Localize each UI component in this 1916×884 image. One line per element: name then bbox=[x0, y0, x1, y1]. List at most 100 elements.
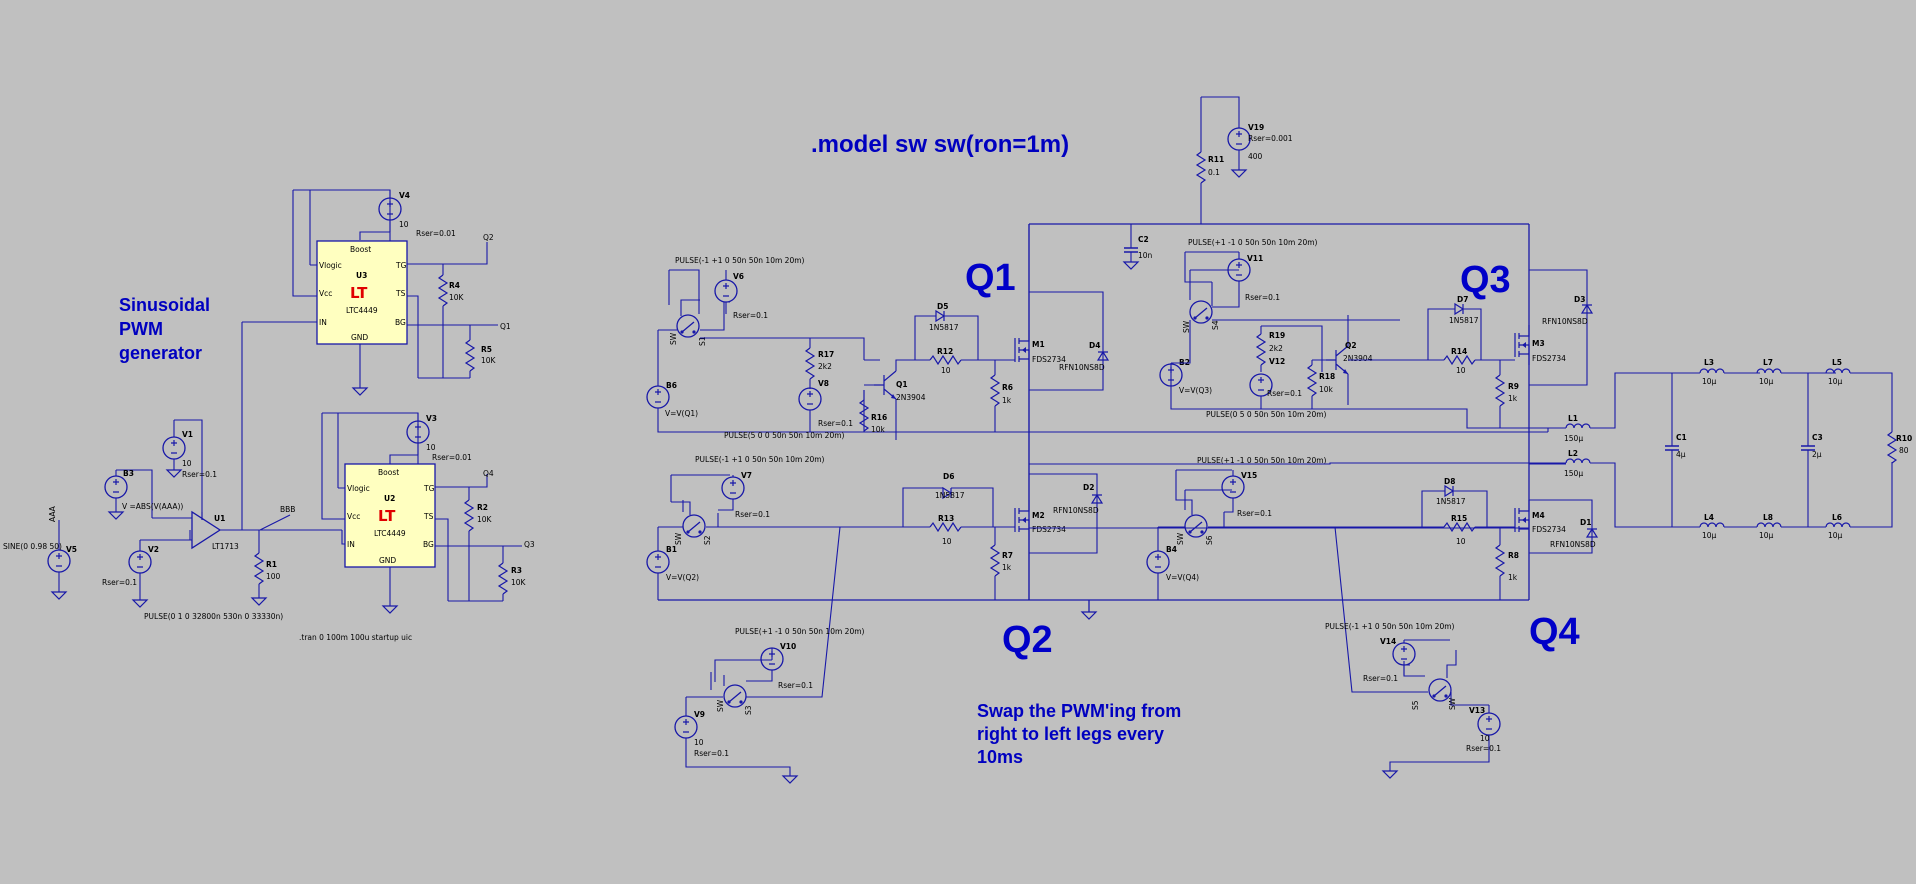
lt-logo-icon: LT bbox=[378, 507, 396, 525]
tran-directive[interactable]: .tran 0 100m 100u startup uic bbox=[299, 633, 412, 642]
ic-u2[interactable]: Boost Vlogic Vcc IN GND TG TS BG U2 LT L… bbox=[344, 463, 436, 568]
resistor-r4[interactable]: R4 10K bbox=[438, 274, 465, 307]
source-v1[interactable]: V1 10 Rser=0.1 bbox=[162, 419, 217, 520]
switch-s2[interactable]: S2 SW bbox=[658, 474, 840, 545]
source-v10[interactable]: PULSE(+1 -1 0 50n 50n 10m 20m) V10 Rser=… bbox=[735, 627, 865, 690]
resistor-r13[interactable]: R13 10 bbox=[840, 514, 1015, 546]
source-v13[interactable]: V13 10 Rser=0.1 bbox=[1382, 704, 1501, 779]
inductor-l1[interactable]: L1 150µ bbox=[1529, 372, 1695, 443]
resistor-r15[interactable]: R15 10 bbox=[1420, 514, 1515, 546]
resistor-r18[interactable]: R18 10k bbox=[1307, 360, 1335, 409]
source-v2[interactable]: V2 Rser=0.1 PULSE(0 1 0 32800n 530n 0 33… bbox=[102, 530, 283, 621]
comparator-u1[interactable]: U1 LT1713 bbox=[152, 510, 260, 551]
mosfet-m1[interactable]: M1 FDS2734 bbox=[1014, 329, 1066, 371]
source-v7[interactable]: PULSE(-1 +1 0 50n 50n 10m 20m) V7 Rser=0… bbox=[695, 455, 825, 519]
pwm-generator-note[interactable]: Sinusoidal PWM generator bbox=[119, 295, 210, 363]
ic-u3[interactable]: Boost Vlogic Vcc IN GND TG TS BG U3 LT L… bbox=[316, 240, 408, 345]
value: PULSE(-1 +1 0 50n 50n 10m 20m) bbox=[1325, 622, 1455, 631]
ref: R14 bbox=[1451, 347, 1467, 356]
resistor-r9[interactable]: R9 1k bbox=[1495, 360, 1519, 428]
value: 100 bbox=[266, 572, 281, 581]
value: PULSE(+1 -1 0 50n 50n 10m 20m) bbox=[1188, 238, 1318, 247]
mosfet-m4[interactable]: M4 FDS2734 bbox=[1514, 499, 1566, 541]
transistor-q1[interactable]: Q1 2N3904 bbox=[864, 359, 926, 440]
diode-d3[interactable]: D3 RFN10NS8D bbox=[1542, 295, 1593, 326]
source-b6[interactable]: B6 V=V(Q1) bbox=[646, 330, 1029, 433]
quadrant-label-q1: Q1 bbox=[965, 257, 1016, 299]
source-b3[interactable]: B3 V =ABS(V(AAA)) bbox=[104, 469, 183, 520]
resistor-r19[interactable]: R19 2k2 bbox=[1256, 326, 1285, 372]
source-v11[interactable]: PULSE(+1 -1 0 50n 50n 10m 20m) V11 Rser=… bbox=[1188, 238, 1318, 308]
switch-s6[interactable]: SW S6 bbox=[1158, 469, 1420, 545]
ref: V3 bbox=[426, 414, 437, 423]
value: 2µ bbox=[1812, 450, 1822, 459]
resistor-r10[interactable]: R10 80 bbox=[1887, 431, 1912, 464]
source-b2[interactable]: B2 V=V(Q3) PULSE(0 5 0 50n 50n 10m 20m) bbox=[1159, 358, 1529, 429]
capacitor-c1[interactable]: C1 4µ bbox=[1664, 373, 1687, 527]
source-b4[interactable]: B4 V=V(Q4) bbox=[1146, 527, 1199, 600]
resistor-r16[interactable]: R16 10k bbox=[859, 390, 887, 434]
resistor-r1[interactable]: R1 100 bbox=[251, 530, 281, 606]
quadrant-label-q4: Q4 bbox=[1529, 611, 1580, 653]
diode-d6[interactable]: D6 1N5817 bbox=[902, 472, 994, 527]
net-bbb[interactable]: BBB bbox=[241, 322, 342, 531]
source-v14[interactable]: PULSE(-1 +1 0 50n 50n 10m 20m) V14 Rser=… bbox=[1325, 622, 1455, 683]
source-v19[interactable]: V19 Rser=0.001 400 bbox=[1200, 96, 1293, 178]
diode-d7[interactable]: D7 1N5817 bbox=[1427, 295, 1482, 360]
source-v5[interactable]: AAA V5 SINE(0 0.98 50) bbox=[3, 505, 77, 600]
ref: L2 bbox=[1568, 449, 1578, 458]
model: SW bbox=[1448, 697, 1457, 710]
diode-d8[interactable]: D8 1N5817 bbox=[1421, 477, 1488, 527]
resistor-r14[interactable]: R14 10 bbox=[1348, 347, 1515, 375]
source-v6[interactable]: PULSE(-1 +1 0 50n 50n 10m 20m) V6 Rser=0… bbox=[675, 256, 805, 320]
resistor-r7[interactable]: R7 1k bbox=[990, 527, 1013, 600]
source-v9[interactable]: V9 10 Rser=0.1 bbox=[674, 697, 798, 784]
diode-d2[interactable]: D2 RFN10NS8D bbox=[1053, 483, 1103, 515]
source-b1[interactable]: B1 V=V(Q2) bbox=[646, 527, 699, 600]
inductor-l5[interactable]: L5 10µ bbox=[1806, 358, 1893, 432]
switch-s5[interactable]: S5 SW bbox=[1403, 639, 1477, 710]
resistor-r6[interactable]: R6 1k bbox=[990, 360, 1013, 432]
transistor-q2[interactable]: Q2 2N3904 bbox=[1312, 315, 1373, 405]
resistor-r8[interactable]: R8 1k bbox=[1495, 527, 1519, 600]
switch-s4[interactable]: SW S4 bbox=[1171, 251, 1400, 364]
switch-s1[interactable]: SW S1 bbox=[658, 269, 730, 346]
diode-d1[interactable]: D1 RFN10NS8D bbox=[1550, 518, 1598, 549]
ref: R2 bbox=[477, 503, 488, 512]
swap-note[interactable]: Swap the PWM'ing from right to left legs… bbox=[977, 701, 1181, 767]
note-line: right to left legs every bbox=[977, 724, 1164, 744]
capacitor-c2[interactable]: C2 10n bbox=[1123, 224, 1153, 270]
inductor-l3[interactable]: L3 10µ bbox=[1695, 358, 1760, 386]
ref: R11 bbox=[1208, 155, 1224, 164]
inductor-l4[interactable]: L4 10µ bbox=[1695, 513, 1757, 540]
resistor-r5[interactable]: R5 10K bbox=[465, 339, 497, 372]
inductor-l7[interactable]: L7 10µ bbox=[1756, 358, 1836, 386]
resistor-r11[interactable]: R11 0.1 bbox=[1196, 151, 1224, 224]
inductor-l8[interactable]: L8 10µ bbox=[1756, 513, 1826, 540]
source-v15[interactable]: PULSE(+1 -1 0 50n 50n 10m 20m) V15 Rser=… bbox=[1197, 456, 1327, 518]
source-v3[interactable]: V3 10 Rser=0.01 bbox=[389, 413, 472, 464]
h-bridge-section: V19 Rser=0.001 400 R11 0.1 C2 10n M1 FDS… bbox=[646, 96, 1912, 784]
model-directive[interactable]: .model sw sw(ron=1m) bbox=[811, 131, 1069, 158]
rser: Rser=0.01 bbox=[416, 229, 456, 238]
resistor-r12[interactable]: R12 10 bbox=[915, 347, 1015, 375]
inductor-l2[interactable]: L2 150µ bbox=[1029, 449, 1695, 528]
source-v12[interactable]: V12 Rser=0.1 bbox=[1249, 357, 1302, 409]
capacitor-c3[interactable]: C3 2µ bbox=[1800, 373, 1823, 527]
inductor-l6[interactable]: L6 10µ bbox=[1825, 462, 1893, 540]
pin-ts: TS bbox=[395, 289, 406, 298]
mosfet-m2[interactable]: M2 FDS2734 bbox=[1014, 499, 1066, 541]
resistor-r17[interactable]: R17 2k2 bbox=[805, 338, 834, 389]
diode-d5[interactable]: D5 1N5817 bbox=[914, 302, 979, 360]
source-v8[interactable]: V8 Rser=0.1 PULSE(5 0 0 50n 50n 10m 20m) bbox=[724, 379, 853, 440]
resistor-r2[interactable]: R2 10K bbox=[464, 499, 493, 532]
mosfet-m3[interactable]: M3 FDS2734 bbox=[1514, 324, 1566, 366]
source-v4[interactable]: V4 10 Rser=0.01 bbox=[359, 190, 456, 240]
switch-s3[interactable]: SW S3 bbox=[686, 659, 772, 715]
ref: Q2 bbox=[1345, 341, 1357, 350]
resistor-r3[interactable]: R3 10K bbox=[498, 562, 527, 595]
diode-d4[interactable]: D4 RFN10NS8D bbox=[1059, 341, 1109, 372]
pin-in: IN bbox=[319, 318, 327, 327]
value: RFN10NS8D bbox=[1542, 317, 1588, 326]
